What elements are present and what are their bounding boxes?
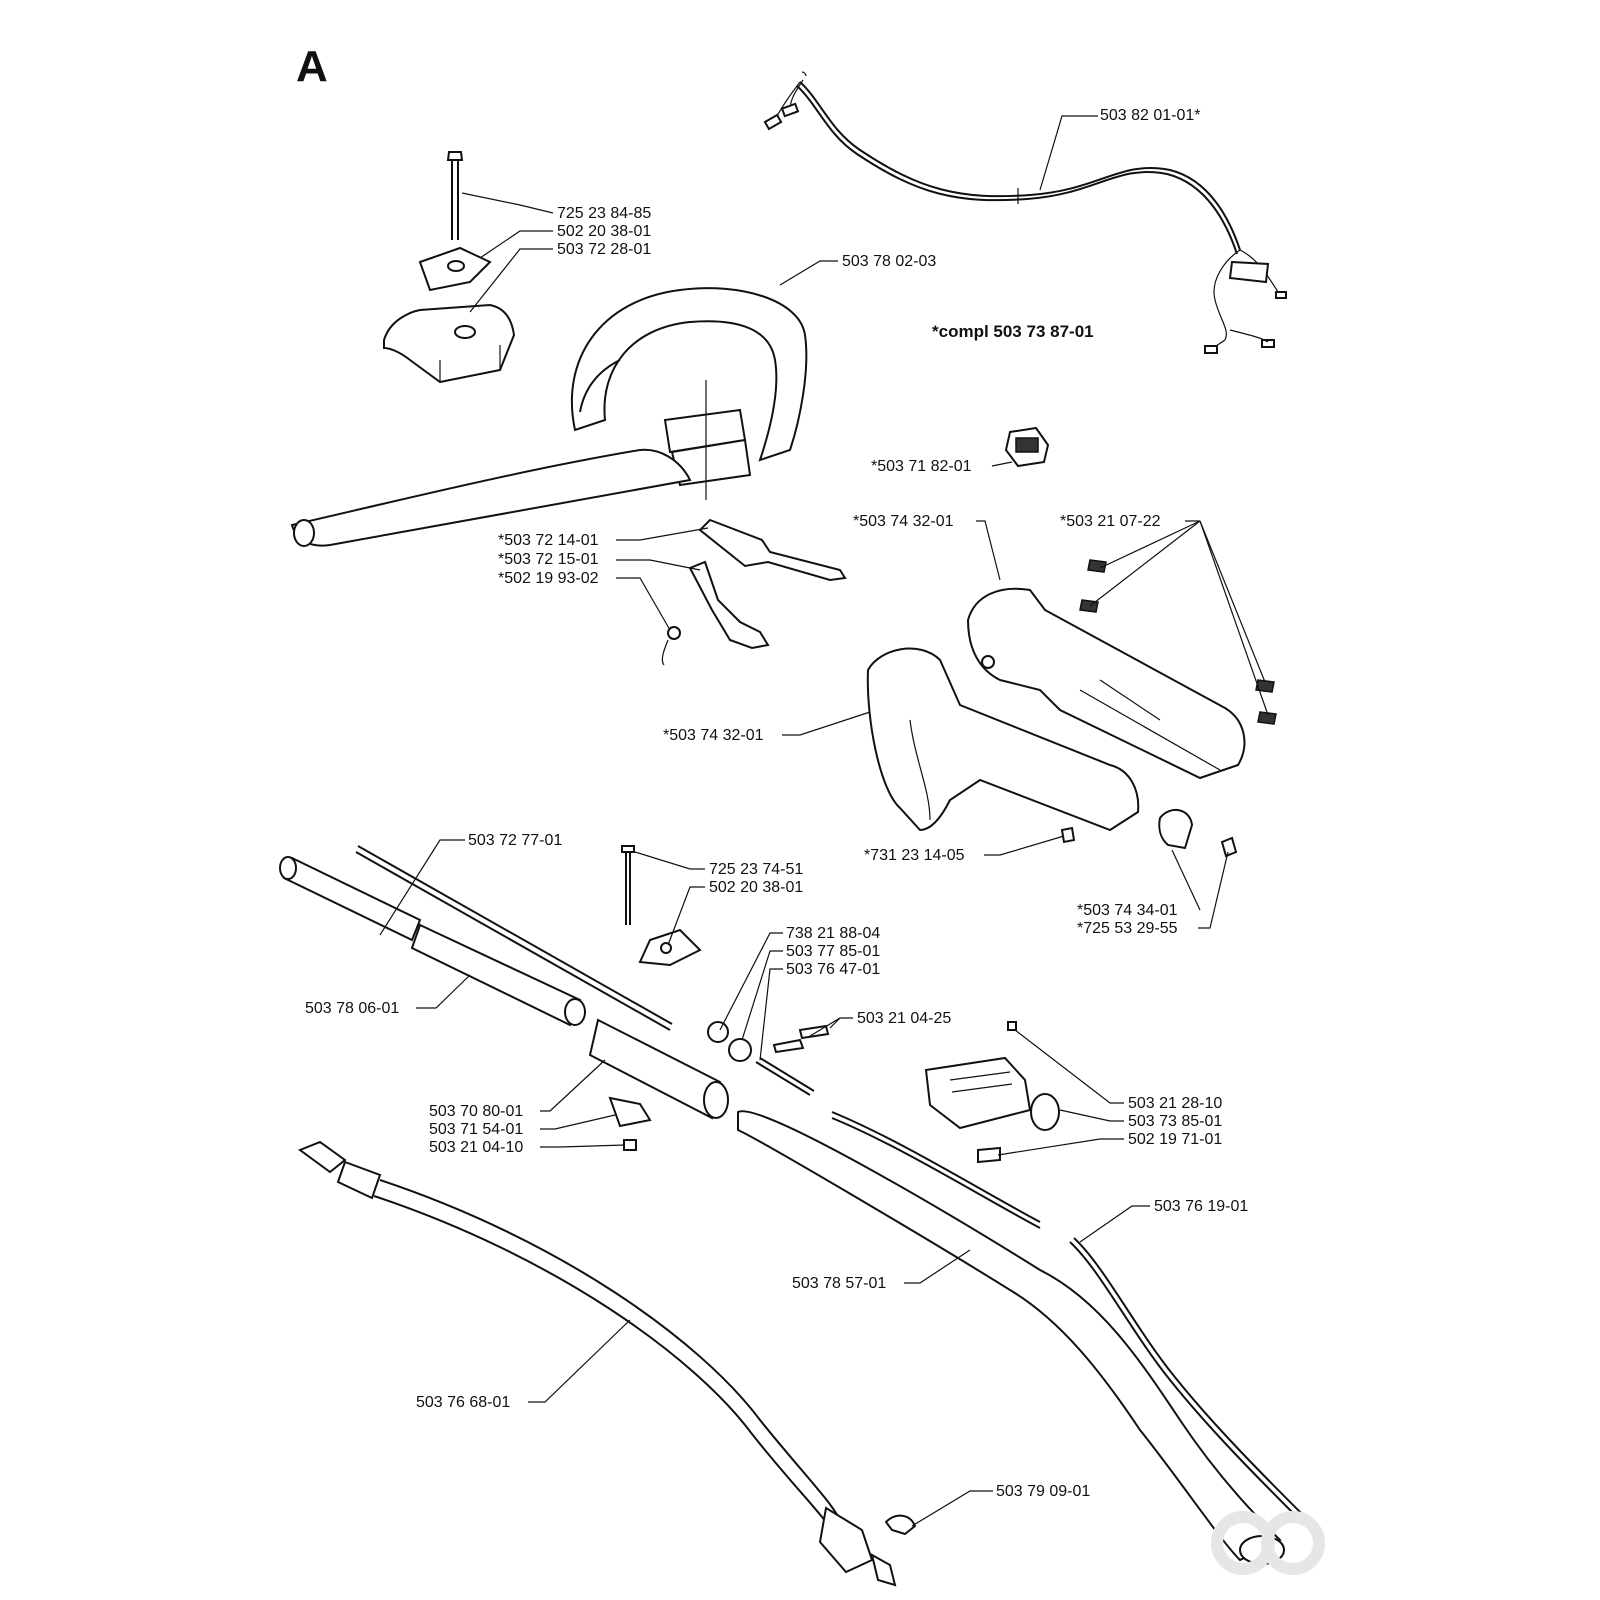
part-label: 503 72 77-01	[468, 832, 563, 849]
throttle-trigger-parts	[661, 518, 847, 666]
part-label: *503 21 07-22	[1060, 513, 1161, 530]
part-label: 502 20 38-01	[709, 879, 804, 896]
leader-lines	[379, 115, 1269, 1527]
complete-assembly-note: *compl 503 73 87-01	[932, 322, 1094, 341]
part-label: 503 71 54-01	[429, 1121, 524, 1138]
part-label: *502 19 93-02	[498, 570, 599, 587]
part-label: 502 19 71-01	[1128, 1131, 1223, 1148]
stop-switch-part	[1004, 426, 1050, 468]
part-label: 503 78 06-01	[305, 1000, 400, 1017]
part-label: 503 70 80-01	[429, 1103, 524, 1120]
part-label: 503 21 04-10	[429, 1139, 524, 1156]
part-label: 503 77 85-01	[786, 943, 881, 960]
part-label: 503 76 68-01	[416, 1394, 511, 1411]
part-label: 725 23 84-85	[557, 205, 652, 222]
part-label: 725 23 74-51	[709, 861, 804, 878]
part-label: 503 76 47-01	[786, 961, 881, 978]
handle-screw-knob-clamp	[383, 151, 516, 384]
part-label: 502 20 38-01	[557, 223, 652, 240]
part-label: 738 21 88-04	[786, 925, 881, 942]
part-label: 503 21 04-25	[857, 1010, 952, 1027]
drive-shaft-part	[297, 1140, 917, 1587]
part-label: *503 71 82-01	[871, 458, 972, 475]
part-label: *503 72 14-01	[498, 532, 599, 549]
part-label: *725 53 29-55	[1077, 920, 1178, 937]
part-label: *503 74 32-01	[853, 513, 954, 530]
part-label: 503 78 02-03	[842, 253, 937, 270]
part-label: 503 72 28-01	[557, 241, 652, 258]
part-label: *503 74 32-01	[663, 727, 764, 744]
part-label: 503 78 57-01	[792, 1275, 887, 1292]
part-label: 503 82 01-01*	[1100, 107, 1201, 124]
part-label: 503 79 09-01	[996, 1483, 1091, 1500]
loop-handle-part	[290, 287, 808, 547]
wiring-harness-part	[763, 71, 1287, 354]
watermark-logo	[1211, 1511, 1325, 1575]
section-letter: A	[296, 42, 328, 91]
rear-handle-housing-parts	[866, 559, 1277, 858]
part-label: 503 73 85-01	[1128, 1113, 1223, 1130]
part-label: *503 72 15-01	[498, 551, 599, 568]
part-label: 503 76 19-01	[1154, 1198, 1249, 1215]
part-label: *731 23 14-05	[864, 847, 965, 864]
part-label: *503 74 34-01	[1077, 902, 1178, 919]
part-label: 503 21 28-10	[1128, 1095, 1223, 1112]
